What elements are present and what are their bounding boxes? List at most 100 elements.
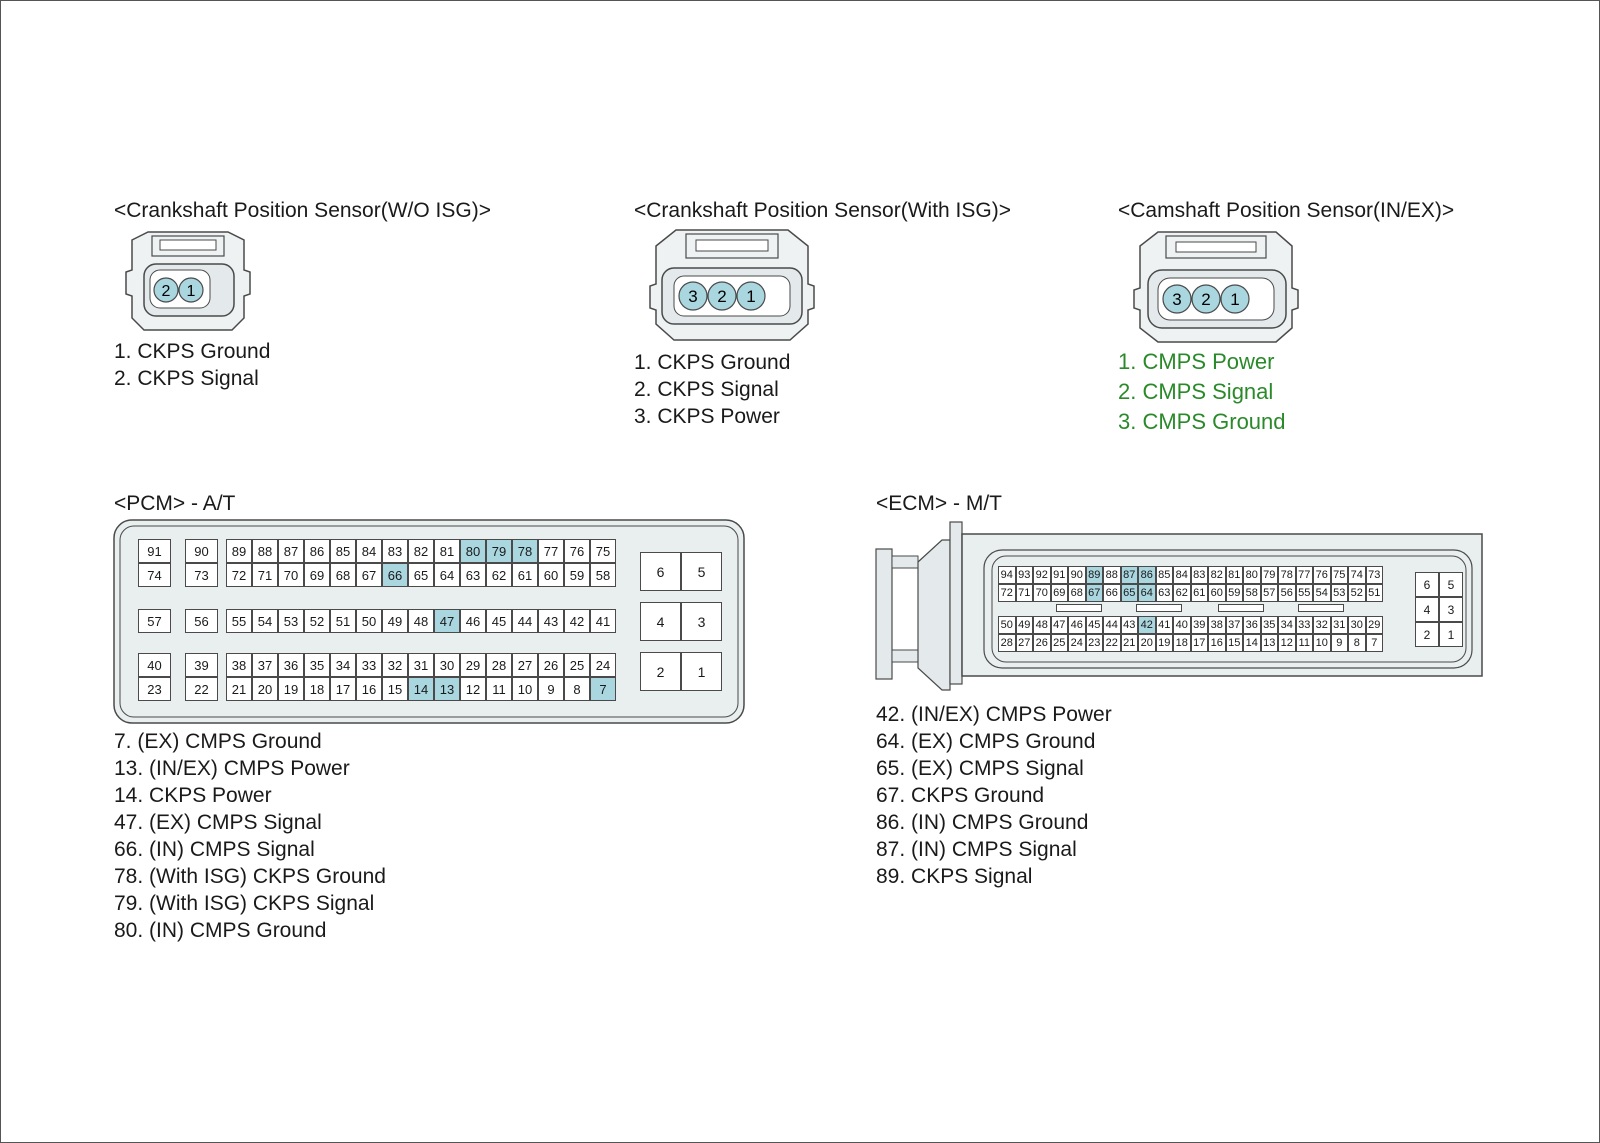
ecm-pin: 72 [998, 584, 1016, 602]
cmps-title: <Camshaft Position Sensor(IN/EX)> [1118, 199, 1455, 222]
ecm-pin: 38 [1208, 616, 1226, 634]
ecm-row-divider [1136, 604, 1182, 612]
pcm-pin: 29 [460, 653, 486, 677]
legend-item: 3. CMPS Ground [1118, 409, 1286, 434]
pcm-pin: 38 [226, 653, 252, 677]
pcm-pin: 82 [408, 539, 434, 563]
ckps-wo-isg-title: <Crankshaft Position Sensor(W/O ISG)> [114, 199, 491, 222]
ecm-pin: 71 [1015, 584, 1033, 602]
ecm-pin: 17 [1190, 634, 1208, 652]
pcm-pin: 57 [138, 609, 171, 633]
ecm-pin: 35 [1260, 616, 1278, 634]
ecm-pin: 43 [1120, 616, 1138, 634]
ecm-pin: 84 [1173, 566, 1191, 584]
legend-item: 14. CKPS Power [114, 784, 272, 807]
ecm-pin: 61 [1190, 584, 1208, 602]
ecm-pin: 59 [1225, 584, 1243, 602]
pcm-pin: 71 [252, 563, 278, 587]
pcm-pin: 18 [304, 677, 330, 701]
ecm-pin: 87 [1120, 566, 1138, 584]
ecm-pin: 51 [1365, 584, 1383, 602]
ecm-pin: 8 [1348, 634, 1366, 652]
pcm-pin: 65 [408, 563, 434, 587]
ecm-pin: 90 [1068, 566, 1086, 584]
pcm-pin: 63 [460, 563, 486, 587]
pcm-pin: 52 [304, 609, 330, 633]
pcm-pin: 44 [512, 609, 538, 633]
legend-item: 64. (EX) CMPS Ground [876, 730, 1096, 753]
ecm-pin: 47 [1050, 616, 1068, 634]
ckps-with-isg-connector: 3 2 1 [649, 229, 815, 341]
ecm-row-divider [1056, 604, 1102, 612]
legend-item: 2. CKPS Signal [634, 378, 779, 401]
pcm-pin: 34 [330, 653, 356, 677]
legend-item: 1. CMPS Power [1118, 349, 1275, 374]
ecm-pin: 25 [1050, 634, 1068, 652]
ecm-pin: 57 [1260, 584, 1278, 602]
ckps2-pin-label: 2 [717, 287, 726, 306]
pcm-pin: 58 [590, 563, 616, 587]
pcm-pin: 36 [278, 653, 304, 677]
ecm-pin: 73 [1365, 566, 1383, 584]
pcm-pin: 28 [486, 653, 512, 677]
legend-item: 89. CKPS Signal [876, 865, 1033, 888]
legend-item: 13. (IN/EX) CMPS Power [114, 757, 350, 780]
pcm-pin: 56 [185, 609, 218, 633]
ckps1-pin-label: 2 [162, 283, 171, 300]
ecm-pin: 15 [1225, 634, 1243, 652]
pcm-pin: 45 [486, 609, 512, 633]
pcm-pin: 62 [486, 563, 512, 587]
pcm-pin: 75 [590, 539, 616, 563]
ecm-legend: 42. (IN/EX) CMPS Power 64. (EX) CMPS Gro… [876, 701, 1112, 890]
pcm-pin: 80 [460, 539, 486, 563]
ckps2-pin-3 [678, 281, 708, 311]
pcm-pin: 66 [382, 563, 408, 587]
pcm-pin: 35 [304, 653, 330, 677]
ecm-pin: 67 [1085, 584, 1103, 602]
ecm-pin: 32 [1313, 616, 1331, 634]
ecm-pin: 55 [1295, 584, 1313, 602]
ecm-pin: 18 [1173, 634, 1191, 652]
ecm-pin: 27 [1015, 634, 1033, 652]
ckps-wo-isg-legend: 1. CKPS Ground 2. CKPS Signal [114, 338, 270, 392]
ecm-pin: 65 [1120, 584, 1138, 602]
ecm-pin: 33 [1295, 616, 1313, 634]
ecm-pin: 74 [1348, 566, 1366, 584]
legend-item: 47. (EX) CMPS Signal [114, 811, 322, 834]
pcm-pin: 42 [564, 609, 590, 633]
ecm-pin: 37 [1225, 616, 1243, 634]
pcm-pin: 89 [226, 539, 252, 563]
legend-item: 66. (IN) CMPS Signal [114, 838, 315, 861]
ecm-power-pin: 6 [1415, 572, 1439, 597]
ecm-pin: 85 [1155, 566, 1173, 584]
ecm-pin: 78 [1278, 566, 1296, 584]
pcm-pin: 54 [252, 609, 278, 633]
pcm-pin: 23 [138, 677, 171, 701]
pcm-pin: 68 [330, 563, 356, 587]
pcm-pin: 12 [460, 677, 486, 701]
pcm-pin: 32 [382, 653, 408, 677]
ckps1-pin-1 [178, 277, 204, 303]
ecm-pin: 64 [1138, 584, 1156, 602]
pcm-power-pin: 6 [640, 552, 681, 591]
pcm-pin: 39 [185, 653, 218, 677]
ecm-pin: 29 [1365, 616, 1383, 634]
ecm-pin: 49 [1015, 616, 1033, 634]
pcm-title: <PCM> - A/T [114, 492, 236, 515]
pcm-pin: 79 [486, 539, 512, 563]
pcm-pin: 74 [138, 563, 171, 587]
ckps2-pin-label: 3 [688, 287, 697, 306]
pcm-pin: 33 [356, 653, 382, 677]
pcm-pin: 64 [434, 563, 460, 587]
ckps2-pin-2 [707, 281, 737, 311]
pcm-pin: 25 [564, 653, 590, 677]
ecm-pin: 36 [1243, 616, 1261, 634]
cmps-pin-3 [1162, 284, 1192, 314]
ecm-pin: 89 [1085, 566, 1103, 584]
ecm-pin: 80 [1243, 566, 1261, 584]
pcm-pin: 31 [408, 653, 434, 677]
ckps1-pin-label: 1 [187, 283, 196, 300]
pcm-pin: 10 [512, 677, 538, 701]
pcm-pin: 24 [590, 653, 616, 677]
pcm-pin: 20 [252, 677, 278, 701]
